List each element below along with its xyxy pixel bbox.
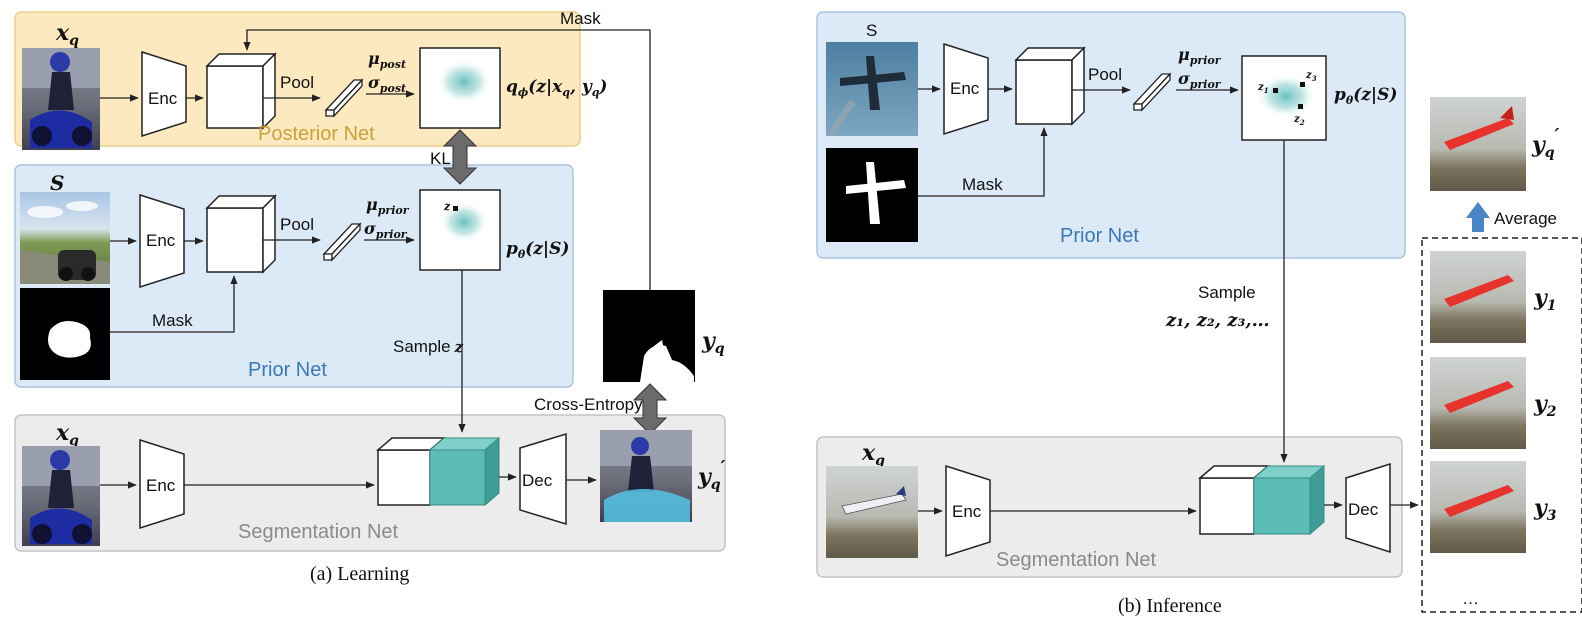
inf-prior-feature-cube (1014, 46, 1086, 126)
average-up-arrow (1466, 202, 1490, 232)
inf-support-label: S (866, 21, 877, 40)
inf-sigma-label: σprior (1178, 69, 1222, 91)
prior-distribution-blob (440, 202, 488, 242)
posterior-net-label: Posterior Net (258, 123, 375, 145)
prior-enc-label: Enc (146, 231, 176, 250)
seg-input-label: xq (55, 420, 79, 449)
output-samples: y1 y2 y3 (1430, 251, 1557, 553)
inf-mask-line (918, 127, 1048, 197)
seg-dec-label: Dec (522, 471, 553, 490)
seg-input-image (22, 446, 100, 546)
posterior-mu-label: μpost (368, 49, 406, 71)
output-sample-1: y1 (1430, 251, 1557, 343)
posterior-encoder-trapezoid (141, 50, 187, 138)
output-sample-label: y2 (1533, 391, 1557, 420)
mask-feedback-line (243, 29, 651, 290)
inf-prior-encoder-trapezoid (943, 42, 989, 136)
inf-seg-enc-label: Enc (952, 502, 982, 521)
inf-distribution-label: pθ(z|S) (1334, 85, 1397, 107)
airplane-mask-overlay (1444, 275, 1514, 307)
prior-encoder-trapezoid (139, 193, 185, 289)
posterior-enc-label: Enc (148, 89, 178, 108)
inf-seg-encoder-trapezoid (945, 464, 991, 558)
mask-top-label: Mask (560, 9, 601, 28)
prior-pooled-vector (322, 222, 362, 262)
inf-z3-label: z3 (1305, 70, 1317, 83)
inf-sample-point-2 (1298, 104, 1303, 109)
inf-seg-dec-label: Dec (1348, 500, 1379, 519)
inf-z1-label: z1 (1257, 82, 1269, 95)
output-sample-image (1430, 251, 1526, 343)
prior-pool-label: Pool (280, 215, 314, 234)
posterior-feature-cube (205, 52, 277, 130)
posterior-sigma-label: σpost (368, 73, 406, 95)
averaged-output-label: yq′ (1531, 125, 1560, 161)
prior-feature-cube (205, 194, 277, 274)
inf-support-mask-image (826, 148, 918, 242)
averaged-output-image (1430, 97, 1526, 191)
kl-double-arrow (442, 129, 478, 185)
prior-net-label: Prior Net (248, 359, 327, 381)
prior-sample-point (453, 206, 458, 211)
airplane-mask-overlay (1444, 381, 1514, 413)
output-sample-3: y3 (1430, 461, 1557, 553)
seg-encoder-trapezoid (139, 438, 185, 530)
inf-mu-label: μprior (1178, 45, 1222, 67)
inf-seg-decoder-trapezoid (1345, 462, 1391, 554)
inf-seg-input-image (826, 466, 918, 558)
ground-truth-label: yq (701, 328, 725, 357)
prior-z-label: z (443, 200, 451, 213)
inf-seg-input-label: xq (861, 440, 885, 469)
inf-prior-enc-label: Enc (950, 79, 980, 98)
support-mask-image (20, 288, 110, 380)
seg-concat-feature-cube (375, 436, 501, 507)
seg-output-label: yq′ (697, 457, 726, 493)
support-set-label: S (50, 171, 64, 195)
inf-z2-label: z2 (1293, 114, 1305, 127)
inf-mask-label: Mask (962, 175, 1003, 194)
output-sample-image (1430, 357, 1526, 449)
posterior-distribution-label: qϕ(z|xq, yq) (506, 77, 607, 99)
caption-learning: (a) Learning (310, 563, 409, 585)
output-sample-2: y2 (1430, 357, 1557, 449)
inf-sample-vars: z₁, z₂, z₃,… (1165, 310, 1270, 331)
outputs-dashed-box (1421, 237, 1582, 613)
inf-prior-net-label: Prior Net (1060, 225, 1139, 247)
inf-sample-point-1 (1273, 88, 1278, 93)
prior-sigma-label: σprior (364, 219, 408, 241)
output-sample-image (1430, 461, 1526, 553)
kl-label: KL (430, 149, 451, 168)
inf-sample-label: Sample (1198, 283, 1256, 302)
support-image (20, 192, 110, 284)
seg-net-label: Segmentation Net (238, 521, 399, 543)
inf-seg-net-label: Segmentation Net (996, 549, 1157, 571)
output-sample-label: y3 (1533, 495, 1557, 524)
prior-distribution-label: pθ(z|S) (506, 239, 569, 261)
inf-pool-label: Pool (1088, 65, 1122, 84)
prior-mu-label: μprior (366, 195, 410, 217)
posterior-pool-label: Pool (280, 73, 314, 92)
posterior-pooled-vector (324, 78, 364, 118)
outputs-ellipsis: … (1462, 589, 1479, 608)
seg-enc-label: Enc (146, 476, 176, 495)
inf-pooled-vector (1132, 72, 1172, 112)
inf-support-image (826, 42, 918, 136)
inf-seg-concat-feature-cube (1197, 464, 1326, 536)
inf-sample-point-3 (1300, 82, 1305, 87)
seg-decoder-trapezoid (519, 432, 567, 526)
posterior-input-label: xq (55, 20, 79, 49)
cross-entropy-label: Cross-Entropy (534, 395, 643, 414)
prior-mask-label: Mask (152, 311, 193, 330)
seg-output-image (600, 430, 692, 522)
ground-truth-mask-image (603, 290, 695, 382)
caption-inference: (b) Inference (1118, 595, 1222, 617)
prior-mask-line (110, 275, 238, 333)
posterior-distribution-blob (436, 60, 492, 104)
average-label: Average (1494, 209, 1557, 228)
posterior-input-image (22, 48, 100, 150)
airplane-mask-overlay (1444, 485, 1514, 517)
output-sample-label: y1 (1533, 285, 1557, 314)
